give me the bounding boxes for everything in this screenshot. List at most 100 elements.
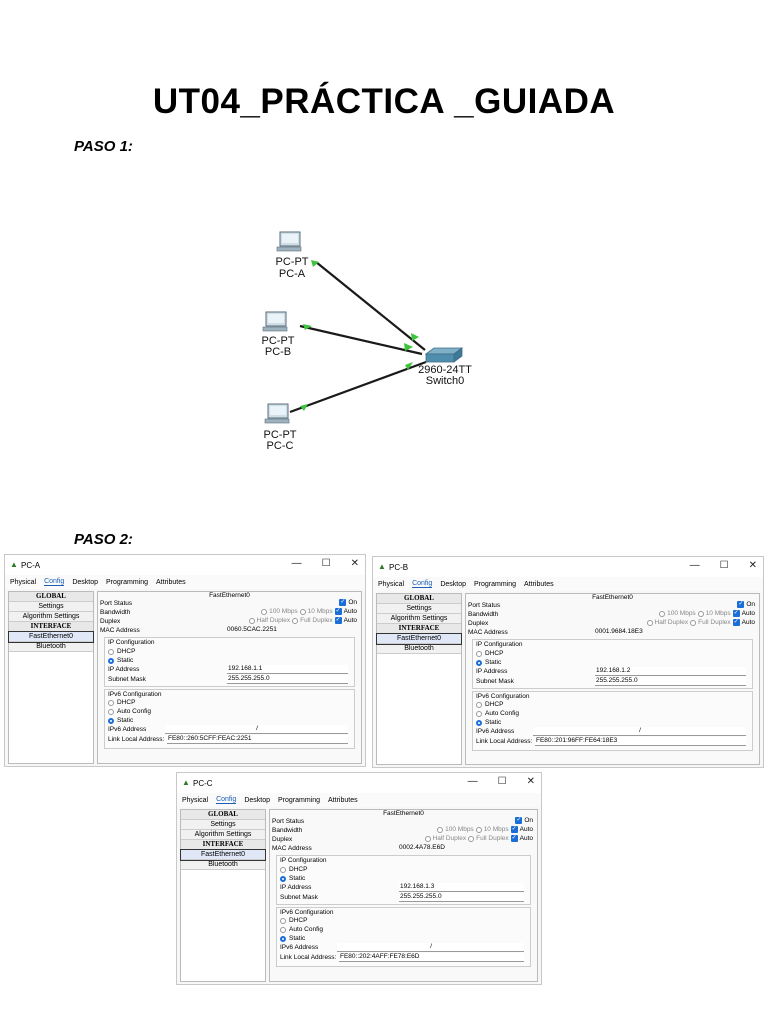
- bandwidth-auto-checkbox[interactable]: ✓: [510, 826, 518, 833]
- dhcp-radio[interactable]: [280, 866, 286, 873]
- subnet-mask-label: Subnet Mask: [280, 894, 318, 901]
- close-button[interactable]: ✕: [748, 560, 757, 571]
- tab-programming[interactable]: Programming: [474, 580, 517, 588]
- ipv6-dhcp-label: DHCP: [289, 917, 308, 924]
- static-radio[interactable]: [280, 875, 286, 882]
- minimize-button[interactable]: —: [467, 776, 478, 787]
- tab-desktop[interactable]: Desktop: [244, 796, 270, 804]
- duplex-auto-checkbox[interactable]: ✓: [510, 835, 518, 842]
- sidebar-item-settings[interactable]: Settings: [9, 602, 93, 612]
- link-local-address-input[interactable]: FE80::260:5CFF:FEAC:2251: [167, 735, 348, 744]
- paso1-heading: PASO 1:: [74, 138, 133, 155]
- tab-physical[interactable]: Physical: [378, 580, 405, 588]
- sidebar-item-bluetooth[interactable]: Bluetooth: [377, 644, 461, 654]
- ipv6-static-radio[interactable]: [280, 935, 286, 942]
- bandwidth-100-radio[interactable]: [437, 826, 444, 833]
- link-local-address-label: Link Local Address:: [108, 736, 165, 743]
- ipv6-dhcp-radio[interactable]: [108, 699, 114, 706]
- ipv6-auto-config-radio[interactable]: [476, 710, 482, 717]
- ip-address-input[interactable]: 192.168.1.3: [399, 883, 524, 892]
- sidebar-item-algorithm-settings[interactable]: Algorithm Settings: [9, 612, 93, 622]
- bandwidth-10-radio[interactable]: [697, 610, 704, 617]
- static-label: Static: [485, 659, 502, 666]
- full-duplex-radio[interactable]: [468, 835, 475, 842]
- tab-desktop[interactable]: Desktop: [72, 578, 98, 586]
- ipv6-dhcp-radio[interactable]: [476, 701, 482, 708]
- bandwidth-auto-checkbox[interactable]: ✓: [732, 610, 740, 617]
- sidebar-item-settings[interactable]: Settings: [181, 820, 265, 830]
- pc-a-icon[interactable]: [276, 231, 302, 252]
- close-button[interactable]: ✕: [350, 558, 359, 569]
- sidebar-item-algorithm-settings[interactable]: Algorithm Settings: [377, 614, 461, 624]
- ip-address-input[interactable]: 192.168.1.1: [227, 665, 348, 674]
- minimize-button[interactable]: —: [689, 560, 700, 571]
- half-duplex-radio[interactable]: [646, 619, 653, 626]
- ipv6-auto-config-radio[interactable]: [280, 926, 286, 933]
- ipv6-static-radio[interactable]: [476, 719, 482, 726]
- bandwidth-100-radio[interactable]: [261, 608, 268, 615]
- duplex-label: Duplex: [468, 620, 489, 627]
- tab-attributes[interactable]: Attributes: [156, 578, 186, 586]
- link-local-address-input[interactable]: FE80::201:96FF:FE64:18E3: [535, 737, 746, 746]
- tab-programming[interactable]: Programming: [278, 796, 321, 804]
- mac-address-label: MAC Address: [100, 627, 140, 634]
- ipv6-dhcp-radio[interactable]: [280, 917, 286, 924]
- ipv6-address-input[interactable]: /: [533, 727, 746, 736]
- subnet-mask-input[interactable]: 255.255.255.0: [227, 675, 348, 684]
- bandwidth-100-radio[interactable]: [659, 610, 666, 617]
- half-duplex-radio[interactable]: [424, 835, 431, 842]
- pc-b-icon[interactable]: [262, 311, 288, 332]
- subnet-mask-label: Subnet Mask: [108, 676, 146, 683]
- maximize-button[interactable]: ☐: [321, 558, 331, 569]
- duplex-auto-checkbox[interactable]: ✓: [732, 619, 740, 626]
- maximize-button[interactable]: ☐: [719, 560, 729, 571]
- duplex-auto-checkbox[interactable]: ✓: [334, 617, 342, 624]
- tab-programming[interactable]: Programming: [106, 578, 149, 586]
- sidebar-item-algorithm-settings[interactable]: Algorithm Settings: [181, 830, 265, 840]
- ipv6-auto-config-radio[interactable]: [108, 708, 114, 715]
- port-status-checkbox[interactable]: ✓: [515, 817, 523, 824]
- full-duplex-radio[interactable]: [292, 617, 299, 624]
- tab-desktop[interactable]: Desktop: [440, 580, 466, 588]
- sidebar-item-settings[interactable]: Settings: [377, 604, 461, 614]
- static-radio[interactable]: [108, 657, 114, 664]
- tab-physical[interactable]: Physical: [10, 578, 37, 586]
- full-duplex-radio[interactable]: [690, 619, 697, 626]
- sidebar-item-fastethernet0[interactable]: FastEthernet0: [180, 849, 266, 861]
- static-radio[interactable]: [476, 659, 482, 666]
- half-duplex-radio[interactable]: [248, 617, 255, 624]
- ipv6-address-input[interactable]: /: [165, 725, 348, 734]
- tab-config[interactable]: Config: [412, 580, 433, 588]
- ip-address-input[interactable]: 192.168.1.2: [595, 667, 746, 676]
- link-local-address-input[interactable]: FE80::202:4AFF:FE78:E6D: [339, 953, 524, 962]
- bandwidth-100-label: 100 Mbps: [445, 826, 474, 833]
- bandwidth-10-radio[interactable]: [475, 826, 482, 833]
- port-indicator: [411, 333, 419, 341]
- sidebar-item-bluetooth[interactable]: Bluetooth: [181, 860, 265, 870]
- tab-physical[interactable]: Physical: [182, 796, 209, 804]
- dhcp-radio[interactable]: [476, 650, 482, 657]
- sidebar-item-fastethernet0[interactable]: FastEthernet0: [376, 633, 462, 645]
- subnet-mask-input[interactable]: 255.255.255.0: [595, 677, 746, 686]
- sidebar-item-bluetooth[interactable]: Bluetooth: [9, 642, 93, 652]
- ipv6-static-radio[interactable]: [108, 717, 114, 724]
- mac-address-value: 0060.5CAC.2251: [227, 626, 277, 633]
- close-button[interactable]: ✕: [526, 776, 535, 787]
- pc-c-icon[interactable]: [264, 403, 290, 424]
- tab-attributes[interactable]: Attributes: [328, 796, 358, 804]
- tab-config[interactable]: Config: [216, 796, 237, 804]
- sidebar-item-fastethernet0[interactable]: FastEthernet0: [8, 631, 94, 643]
- ipv6-address-input[interactable]: /: [337, 943, 524, 952]
- bandwidth-auto-label: Auto: [741, 610, 755, 617]
- tab-attributes[interactable]: Attributes: [524, 580, 554, 588]
- minimize-button[interactable]: —: [291, 558, 302, 569]
- maximize-button[interactable]: ☐: [497, 776, 507, 787]
- subnet-mask-input[interactable]: 255.255.255.0: [399, 893, 524, 902]
- dhcp-radio[interactable]: [108, 648, 114, 655]
- port-status-checkbox[interactable]: ✓: [339, 599, 347, 606]
- switch-icon[interactable]: [424, 347, 464, 363]
- port-status-checkbox[interactable]: ✓: [737, 601, 745, 608]
- tab-config[interactable]: Config: [44, 578, 65, 586]
- bandwidth-auto-checkbox[interactable]: ✓: [334, 608, 342, 615]
- bandwidth-10-radio[interactable]: [299, 608, 306, 615]
